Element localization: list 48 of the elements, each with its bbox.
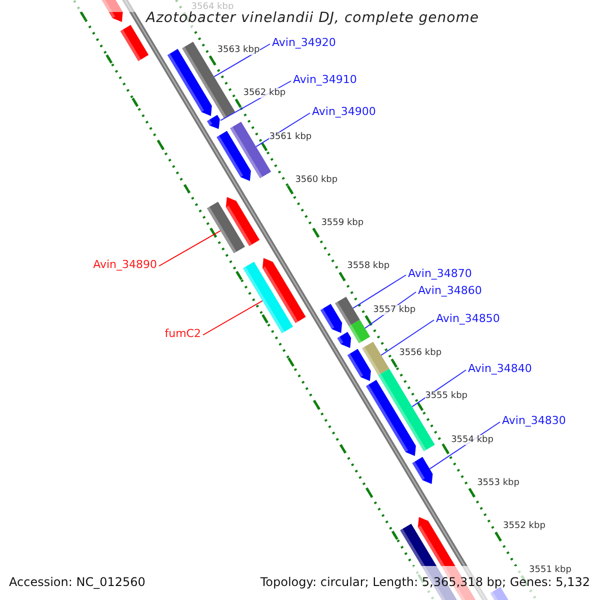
gene-block [366,380,416,456]
gene-label: fumC2 [164,327,201,341]
gene-block [167,48,212,116]
scale-tick-label: 3553 kbp [477,478,520,488]
scale-tick-label: 3559 kbp [321,218,364,228]
gene-label: Avin_34850 [436,312,500,326]
scale-tick-label: 3554 kbp [451,434,494,445]
gene-block [337,332,352,348]
gene-label: Avin_34920 [272,36,336,50]
scale-tick-label: 3552 kbp [503,521,546,532]
gene-block [207,114,220,129]
gene-label: Avin_34860 [418,284,482,298]
leader-line [202,300,263,336]
title: Azotobacter vinelandii DJ, complete genome [146,9,479,27]
scale-tick-label: 3555 kbp [425,391,468,402]
gene-label: Avin_34900 [312,105,376,119]
genome-summary-text: Topology: circular; Length: 5,365,318 bp; Genes: 5,132 [260,575,590,589]
scale-tick-label: 3562 kbp [243,88,286,98]
leader-line [214,44,270,78]
scale-tick-label: 3560 kbp [295,174,338,185]
leader-line [352,274,406,309]
scale-tick-label: 3558 kbp [347,261,390,272]
gene-block [216,130,251,181]
gene-block [320,304,342,333]
leader-line [158,230,221,266]
scale-tick-label: 3556 kbp [399,348,442,358]
scale-tick-label: 3557 kbp [373,304,416,315]
gene-label: Avin_34830 [502,414,566,428]
gene-block [348,320,370,344]
gene-block [412,456,433,484]
gene-block [362,342,390,376]
gene-label: Avin_34840 [468,362,532,376]
gene-block [226,197,260,246]
gene-block [242,262,293,334]
gene-block [262,258,306,324]
gene-label: Avin_34870 [408,267,472,281]
scale-tick-label: 3561 kbp [269,132,312,142]
scale-tick-label: 3563 kbp [217,44,260,55]
accession-text: Accession: NC_012560 [9,575,146,589]
gene-label: Avin_34890 [93,258,157,272]
gene-label: Avin_34910 [293,73,357,87]
gene-block [230,122,272,178]
gene-block [347,348,371,381]
gene-block [335,296,360,326]
gene-block [206,202,245,254]
leader-line [380,320,434,356]
scale-tick-label: 3551 kbp [529,564,572,575]
gene-block [120,24,149,62]
